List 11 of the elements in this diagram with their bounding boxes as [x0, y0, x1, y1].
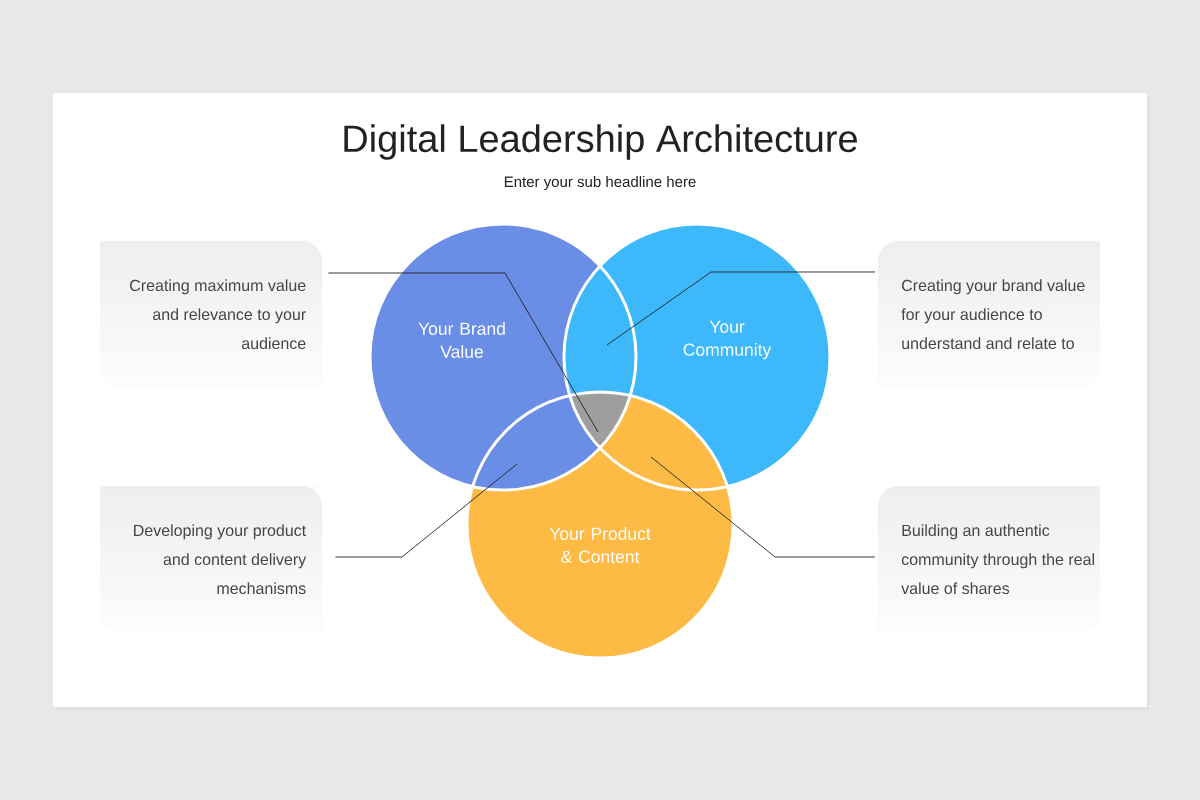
text-card: Developing your product and content delivery mechanisms [99, 485, 323, 633]
leader-line [650, 456, 876, 558]
leader-line [327, 272, 599, 433]
text-card: Creating maximum value and relevance to your audience [99, 240, 323, 388]
leader-line [606, 271, 876, 346]
text-card: Creating your brand value for your audience to understand and relate to [877, 240, 1101, 388]
node-label: Your Product & Content [549, 527, 651, 563]
subtitle: Enter your sub headline here [504, 176, 696, 190]
title: Digital Leadership Architecture [344, 124, 857, 160]
leader-line [334, 463, 518, 558]
text-card: Building an authentic community through the real value of shares [877, 485, 1101, 633]
